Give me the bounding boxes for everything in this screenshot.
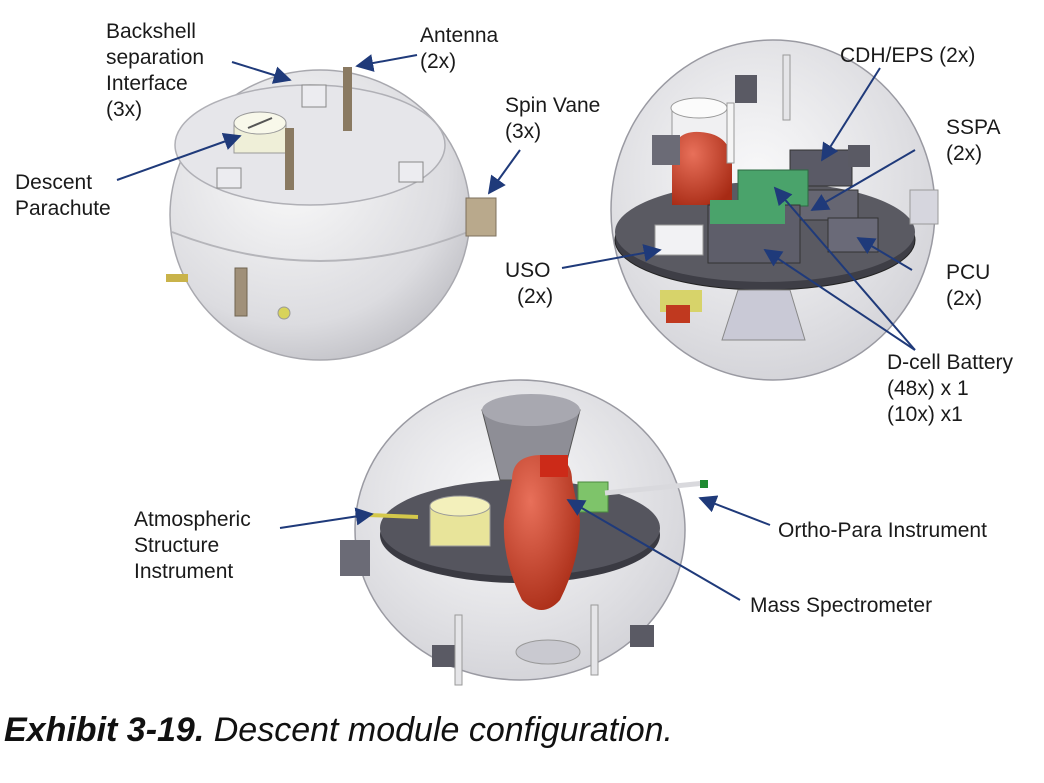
- mass-spectrometer: [503, 455, 580, 610]
- label-uso: USO (2x): [505, 259, 554, 308]
- leader-antenna: [355, 54, 418, 72]
- sspa-box: [799, 189, 859, 221]
- leader-atmospheric: [279, 507, 374, 529]
- pcu-box: [827, 217, 879, 253]
- lower-cone: [721, 289, 806, 341]
- spin-vane: [166, 274, 188, 282]
- spin-vane: [465, 197, 497, 237]
- label-descent-parachute: Descent Parachute: [15, 171, 111, 220]
- leader-lines: [116, 54, 916, 601]
- caption-text: Descent module configuration.: [213, 711, 673, 749]
- label-pcu: PCU (2x): [946, 261, 991, 310]
- leader-parachute: [116, 132, 242, 181]
- label-mass-spectrometer: Mass Spectrometer: [750, 594, 933, 617]
- label-dcell-battery: D-cell Battery (48x) x 1 (10x) x1: [887, 351, 1014, 426]
- leader-cdh-eps: [821, 67, 881, 162]
- label-cdh-eps: CDH/EPS (2x): [840, 44, 976, 67]
- label-antenna: Antenna (2x): [420, 24, 499, 73]
- ortho-para-boom: [604, 480, 706, 496]
- leader-uso: [561, 244, 662, 269]
- leader-mass-spec: [566, 499, 741, 601]
- spin-vane: [234, 267, 248, 317]
- leader-sspa: [810, 149, 916, 211]
- leader-battery-48: [773, 186, 916, 351]
- leader-battery-10: [763, 249, 916, 351]
- label-sspa: SSPA (2x): [946, 116, 1001, 165]
- cutaway-avionics-module: [610, 39, 939, 381]
- atmospheric-structure-canister: [429, 495, 491, 547]
- label-backshell: Backshell separation Interface (3x): [106, 20, 205, 121]
- spectrometer-top-block: [540, 455, 568, 477]
- parachute-canister: [233, 111, 287, 154]
- cutaway-instrument-module: [340, 379, 708, 686]
- mass-spectrometer-red: [672, 131, 732, 205]
- leader-ortho-para: [698, 495, 771, 526]
- antenna-rod: [343, 67, 352, 131]
- backshell-interface-fitting: [301, 84, 327, 108]
- label-ortho-para: Ortho-Para Instrument: [778, 519, 987, 542]
- caption-number: Exhibit 3-19.: [4, 711, 205, 749]
- antenna-rod: [285, 128, 294, 190]
- backshell-interface-fitting: [398, 161, 424, 183]
- leader-backshell: [231, 61, 292, 84]
- label-atmospheric-structure: Atmospheric Structure Instrument: [134, 508, 251, 583]
- figure-caption: Exhibit 3-19. Descent module configurati…: [4, 711, 673, 750]
- closed-descent-module: [166, 67, 497, 361]
- backshell-interface-fitting: [216, 167, 242, 189]
- port: [277, 306, 291, 320]
- label-spin-vane: Spin Vane (3x): [505, 94, 601, 143]
- uso-box: [654, 224, 704, 256]
- leader-spin-vane: [487, 149, 521, 195]
- leader-pcu: [856, 237, 913, 271]
